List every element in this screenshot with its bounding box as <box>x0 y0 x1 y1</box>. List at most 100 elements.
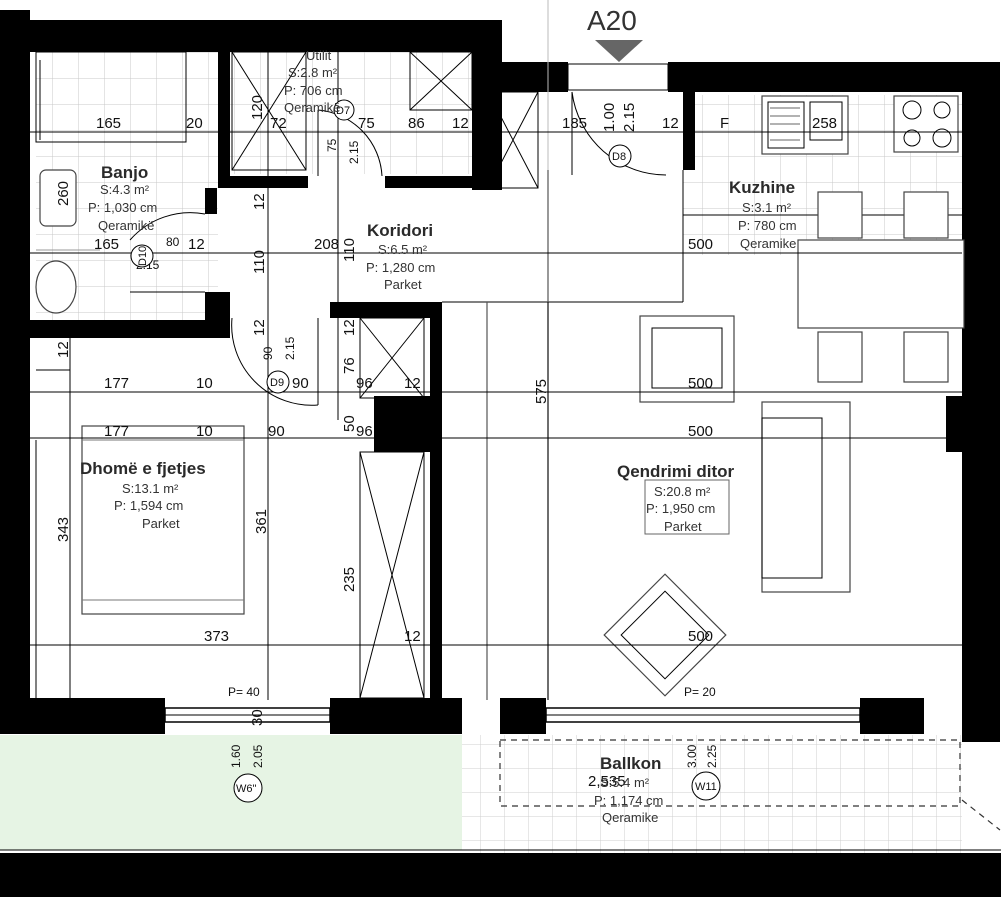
dim-label: 30 <box>249 709 266 726</box>
dim-label: 165 <box>94 236 119 253</box>
room-floor: Parket <box>384 277 422 292</box>
door-tag: D8 <box>612 151 626 163</box>
dim-label: 177 <box>104 423 129 440</box>
room-perimeter: P: 1,280 cm <box>366 260 435 275</box>
room-label-banjo: Banjo S:4.3 m² P: 1,030 cm Qeramikë <box>88 163 157 233</box>
bedroom-bed <box>81 425 245 615</box>
room-name: Qendrimi ditor <box>617 462 735 481</box>
dim-label: 12 <box>662 115 679 132</box>
room-floor: Qeramike <box>740 236 796 251</box>
dim-label: 12 <box>55 341 72 358</box>
dim-label: 90 <box>292 375 309 392</box>
plan-label: A20 <box>587 5 637 36</box>
dim-label: 2.15 <box>621 103 638 132</box>
dim-label: 72 <box>270 115 287 132</box>
dim-label: 75 <box>325 138 339 152</box>
room-label-dhome: Dhomë e fjetjes S:13.1 m² P: 1,594 cm Pa… <box>80 459 206 531</box>
room-area: S:6.5 m² <box>378 242 428 257</box>
room-perimeter: P: 1,174 cm <box>594 793 663 808</box>
room-perimeter: P: 780 cm <box>738 218 797 233</box>
dim-label: 110 <box>251 250 268 274</box>
room-floor: Qeramikë <box>284 100 340 115</box>
room-name: Utilit <box>306 48 332 63</box>
room-floor: Qeramikë <box>98 218 154 233</box>
dim-label: 12 <box>188 236 205 253</box>
dim-label: 12 <box>251 193 268 210</box>
room-label-qendrimi: Qendrimi ditor S:20.8 m² P: 1,950 cm Par… <box>617 462 735 535</box>
dim-label: 86 <box>408 115 425 132</box>
room-name: Koridori <box>367 221 433 240</box>
dim-label: 1.00 <box>601 103 618 132</box>
door-tag: D7 <box>336 105 350 117</box>
room-name: Ballkon <box>600 754 661 773</box>
dim-label: 50 <box>341 415 358 432</box>
room-label-ballkon: Ballkon S:5.4 m² P: 1,174 cm Qeramike <box>594 754 663 825</box>
dim-label: 12 <box>452 115 469 132</box>
dim-label: 500 <box>688 423 713 440</box>
dim-label: 120 <box>249 95 266 120</box>
room-name: Banjo <box>101 163 148 182</box>
dim-label: 2.15 <box>283 336 297 360</box>
dim-label: 80 <box>166 235 180 249</box>
dim-label: 90 <box>261 346 275 360</box>
dim-label: 185 <box>562 115 587 132</box>
dim-label: 90 <box>268 423 285 440</box>
room-perimeter: P: 706 cm <box>284 83 343 98</box>
door-tag: D9 <box>270 377 284 389</box>
dim-label: 96 <box>356 375 373 392</box>
room-floor: Parket <box>142 516 180 531</box>
room-label-utilit: Utilit S:2.8 m² P: 706 cm Qeramikë <box>284 48 343 115</box>
room-perimeter: P: 1,594 cm <box>114 498 183 513</box>
opening-tags: D7 D8 D9 D10 W6" W11 <box>130 99 721 803</box>
dim-label: 12 <box>341 319 358 336</box>
room-area: S:13.1 m² <box>122 481 179 496</box>
dim-label: 75 <box>358 115 375 132</box>
parapet-label: P= 40 <box>228 685 260 699</box>
dim-label: 235 <box>341 567 358 592</box>
room-floor: Qeramike <box>602 810 658 825</box>
room-perimeter: P: 1,950 cm <box>646 501 715 516</box>
room-area: S:2.8 m² <box>288 65 338 80</box>
dim-label: 500 <box>688 375 713 392</box>
dim-label: 2.25 <box>705 744 719 768</box>
dim-label: 10 <box>196 423 213 440</box>
living-room-furniture <box>603 315 851 697</box>
dim-label: 500 <box>688 628 713 645</box>
dim-label: 96 <box>356 423 373 440</box>
window-tag: W11 <box>695 781 717 793</box>
dim-label: 361 <box>253 509 270 534</box>
dim-label: 20 <box>186 115 203 132</box>
dim-label: 165 <box>96 115 121 132</box>
dim-label: 260 <box>55 181 72 206</box>
dim-label: 2.15 <box>347 140 361 164</box>
room-area: S:5.4 m² <box>600 775 650 790</box>
dimension-lines <box>30 52 962 700</box>
room-area: S:4.3 m² <box>100 182 150 197</box>
door-tag: D10 <box>137 246 149 266</box>
dim-label: 2,535 <box>588 773 626 790</box>
room-area: S:3.1 m² <box>742 200 792 215</box>
bathroom-fixtures <box>35 51 187 314</box>
dim-label: 12 <box>404 375 421 392</box>
dim-label: 208 <box>314 236 339 253</box>
window-tag: W6" <box>236 783 257 795</box>
dimension-labels: 165 20 72 75 86 12 185 12 258 F 120 1.00… <box>55 95 837 790</box>
ground-strip <box>0 853 1001 897</box>
dim-label: 3.00 <box>685 744 699 768</box>
dim-label: 373 <box>204 628 229 645</box>
dim-label: 500 <box>688 236 713 253</box>
dim-label: 76 <box>341 357 358 374</box>
walls <box>0 10 1000 742</box>
kitchen-fixtures <box>761 95 965 383</box>
doors <box>129 91 667 406</box>
room-name: Kuzhine <box>729 178 795 197</box>
dim-label: 2.05 <box>251 744 265 768</box>
windows <box>164 63 861 723</box>
dim-label: 110 <box>341 238 358 262</box>
room-label-kuzhine: Kuzhine S:3.1 m² P: 780 cm Qeramike <box>729 178 797 251</box>
room-name: Dhomë e fjetjes <box>80 459 206 478</box>
fridge-label: F <box>720 115 729 132</box>
dim-label: 575 <box>533 379 550 404</box>
room-perimeter: P: 1,030 cm <box>88 200 157 215</box>
